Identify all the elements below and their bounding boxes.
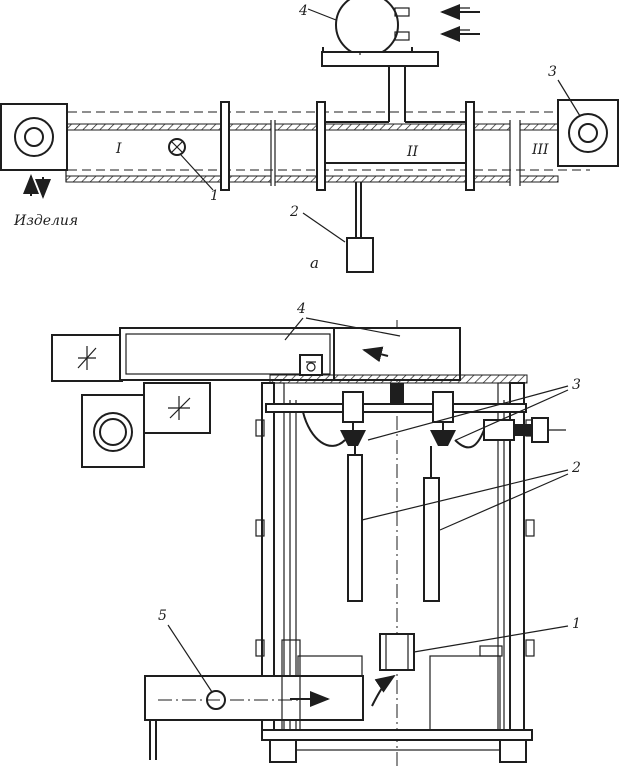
uv-tube-left bbox=[347, 454, 363, 602]
leader-4b-side bbox=[305, 317, 401, 337]
chamber-frame bbox=[149, 382, 535, 763]
left-drum bbox=[0, 103, 68, 171]
callout-4-side: 4 bbox=[296, 301, 306, 317]
leader-2b-side bbox=[439, 473, 569, 531]
callout-3-side: 3 bbox=[572, 377, 581, 393]
products-label: Изделия bbox=[13, 213, 78, 229]
air-flow-arrow-duct bbox=[362, 346, 389, 363]
top-plate bbox=[269, 354, 528, 409]
callout-4-top: 4 bbox=[298, 3, 308, 19]
product-item bbox=[379, 633, 415, 671]
air-inflow-arrows bbox=[440, 4, 480, 42]
callout-2-side: 2 bbox=[571, 460, 581, 476]
callout-1-top: 1 bbox=[210, 188, 219, 204]
leader-4a-side bbox=[284, 317, 304, 341]
products-direction-arrows bbox=[23, 174, 51, 199]
drive-motor bbox=[346, 182, 374, 273]
zone-label-1: I bbox=[115, 141, 122, 157]
lower-conveyor bbox=[144, 639, 503, 731]
conveyor-tunnel bbox=[65, 120, 559, 186]
fan bbox=[321, 0, 439, 67]
zone-label-3: III bbox=[531, 142, 549, 158]
leader-4-top bbox=[307, 8, 337, 21]
product-lift-arrow bbox=[371, 674, 396, 707]
callout-2-top: 2 bbox=[289, 204, 299, 220]
callout-3-top: 3 bbox=[548, 64, 557, 80]
cable-connector bbox=[483, 417, 566, 443]
callout-5-side: 5 bbox=[158, 608, 167, 624]
leader-1-side bbox=[413, 625, 569, 653]
leader-3a-side bbox=[367, 385, 569, 441]
motor-assembly-side bbox=[81, 382, 211, 468]
leader-5-side bbox=[167, 624, 213, 693]
leader-2-top bbox=[302, 212, 346, 243]
leader-3-top bbox=[557, 79, 581, 117]
leader-2a-side bbox=[361, 469, 569, 521]
partition-rings bbox=[220, 101, 475, 191]
right-drum bbox=[557, 99, 619, 167]
zone-label-2: II bbox=[406, 144, 419, 160]
top-view: I II III 1 2 4 3 Изделия а bbox=[0, 0, 619, 273]
lamp-symbol bbox=[168, 138, 186, 156]
view-caption: а bbox=[310, 254, 319, 272]
lamp-fixture-right bbox=[430, 391, 485, 449]
callout-1-side: 1 bbox=[572, 616, 581, 632]
air-duct bbox=[322, 66, 470, 164]
leader-1-top bbox=[180, 154, 214, 191]
uv-tube-right bbox=[423, 477, 440, 602]
side-view: 4 3 2 5 1 bbox=[51, 301, 581, 770]
lamp-fixture-left bbox=[302, 391, 366, 447]
fan-housing-side bbox=[51, 327, 461, 382]
leader-3b-side bbox=[455, 389, 569, 441]
